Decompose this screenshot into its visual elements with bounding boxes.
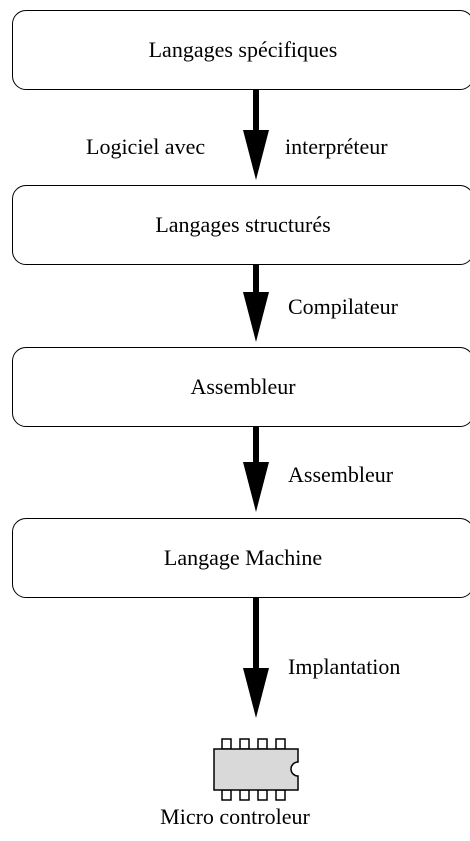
edge-label-compilateur: Compilateur xyxy=(288,294,398,319)
node-langage-machine: Langage Machine xyxy=(12,518,470,598)
arrow-4 xyxy=(243,598,269,718)
edge-label-implantation: Implantation xyxy=(288,654,401,679)
arrow-1 xyxy=(243,90,269,180)
microcontroller-chip-icon xyxy=(213,738,299,801)
edge-label-assembleur: Assembleur xyxy=(288,462,394,487)
node-assembleur: Assembleur xyxy=(12,347,470,427)
node-label: Langages structurés xyxy=(155,212,331,237)
edge-label-logiciel-avec: Logiciel avec xyxy=(86,134,206,159)
arrow-2 xyxy=(243,265,269,342)
edge-label-interpreteur: interpréteur xyxy=(285,134,388,159)
node-label: Assembleur xyxy=(190,374,296,399)
node-label: Langage Machine xyxy=(163,545,323,570)
arrow-3 xyxy=(243,427,269,512)
node-langages-specifiques: Langages spécifiques xyxy=(12,10,470,90)
node-label: Langages spécifiques xyxy=(148,37,338,62)
chip-caption: Micro controleur xyxy=(160,804,310,829)
node-langages-structures: Langages structurés xyxy=(12,185,470,265)
